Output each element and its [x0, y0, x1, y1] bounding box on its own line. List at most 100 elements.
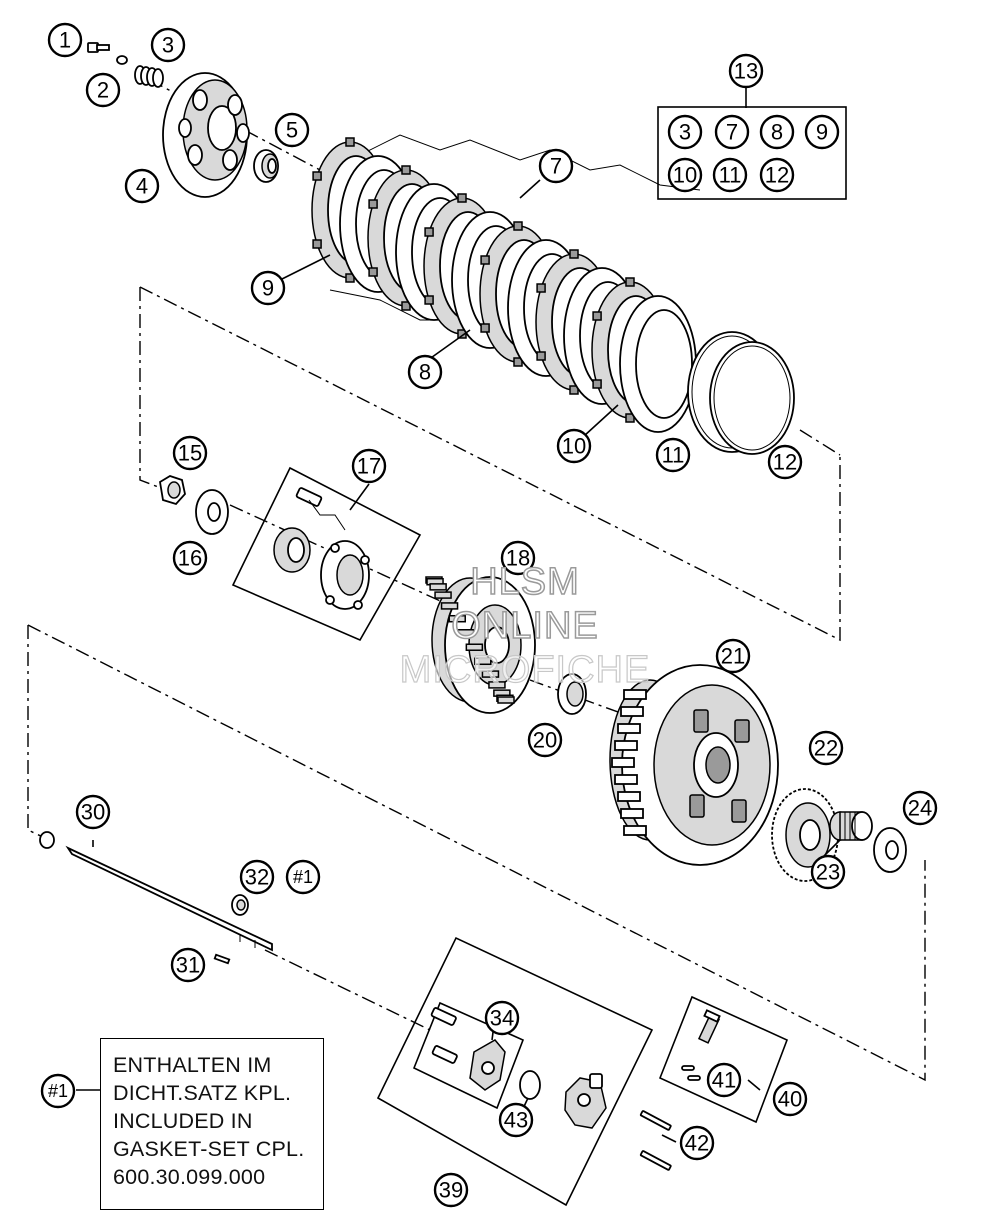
basket-finger [614, 740, 638, 751]
kit-callout: 12 [759, 157, 795, 193]
push-rod-part [39, 831, 273, 952]
hub-tooth [434, 591, 452, 599]
svg-text:12: 12 [773, 450, 797, 475]
kit-callout: 9 [804, 114, 840, 150]
basket-finger [620, 808, 644, 819]
clutch-basket-part [609, 664, 779, 866]
kit-callout: 11 [712, 157, 748, 193]
svg-text:21: 21 [721, 644, 745, 669]
inner-hub-part [425, 576, 536, 714]
callout: 41 [706, 1062, 742, 1098]
callout: #1 [40, 1073, 76, 1109]
callout: 8 [407, 354, 443, 390]
hub-tooth [474, 657, 492, 666]
slave-cylinder-kit-part [430, 1007, 607, 1129]
hub-nut-group [159, 466, 422, 642]
basket-finger [617, 723, 641, 734]
svg-text:30: 30 [81, 800, 105, 825]
steel-plate-part [619, 295, 697, 433]
svg-text:3: 3 [679, 120, 691, 145]
hub-tooth [481, 670, 500, 678]
damper-hub-part [273, 487, 370, 610]
callout: 15 [172, 435, 208, 471]
svg-text:42: 42 [685, 1131, 709, 1156]
svg-text:32: 32 [245, 865, 269, 890]
hub-tooth [465, 643, 484, 651]
callout: 31 [170, 947, 206, 983]
bleeder-valve-part [681, 1009, 721, 1081]
leader-lines [76, 88, 841, 1143]
callout: 24 [902, 790, 938, 826]
callout: 30 [75, 794, 111, 830]
callout: 13 [728, 53, 764, 89]
callout: 16 [172, 540, 208, 576]
hub-tooth [456, 629, 475, 637]
svg-text:22: 22 [814, 736, 838, 761]
note-line: DICHT.SATZ KPL. [113, 1081, 292, 1105]
svg-text:7: 7 [726, 120, 738, 145]
svg-text:18: 18 [506, 546, 530, 571]
callout: 23 [810, 854, 846, 890]
svg-text:5: 5 [286, 118, 298, 143]
note-line: 600.30.099.000 [113, 1165, 266, 1189]
svg-text:43: 43 [504, 1108, 528, 1133]
svg-text:8: 8 [419, 360, 431, 385]
note-line: GASKET-SET CPL. [113, 1137, 305, 1161]
clutch-plate-stack [311, 134, 795, 455]
screw-part [639, 1110, 672, 1171]
kit-callout: 7 [714, 114, 750, 150]
svg-text:40: 40 [778, 1087, 802, 1112]
thrust-washer-part [873, 827, 907, 873]
basket-finger [611, 757, 635, 768]
bearing-part [253, 149, 279, 183]
kit-callout: 8 [759, 114, 795, 150]
svg-text:8: 8 [771, 120, 783, 145]
pressure-plate-group [87, 42, 279, 198]
callout: 1 [47, 22, 83, 58]
pressure-plate-part [162, 72, 250, 198]
lock-washer-part [195, 489, 229, 535]
hub-tooth [440, 602, 459, 610]
svg-text:9: 9 [262, 276, 274, 301]
svg-text:4: 4 [136, 174, 148, 199]
svg-text:15: 15 [178, 441, 202, 466]
basket-finger [620, 706, 644, 717]
svg-text:31: 31 [176, 953, 200, 978]
basket-finger [617, 791, 641, 802]
callout: 20 [527, 722, 563, 758]
needle-bearing-part [829, 811, 873, 841]
washer-part [116, 55, 128, 65]
callout: 3 [150, 27, 186, 63]
svg-text:10: 10 [673, 163, 697, 188]
callout: 18 [500, 540, 536, 576]
gasket-set-note: ENTHALTEN IM DICHT.SATZ KPL. INCLUDED IN… [100, 1038, 324, 1210]
svg-text:20: 20 [533, 728, 557, 753]
svg-text:3: 3 [162, 33, 174, 58]
callout: 21 [715, 638, 751, 674]
hub-tooth [488, 681, 506, 689]
callout: 32 [239, 859, 275, 895]
svg-text:16: 16 [178, 546, 202, 571]
thrust-washer-part [557, 673, 587, 715]
svg-text:23: 23 [816, 860, 840, 885]
pin-part [213, 953, 231, 965]
svg-text:13: 13 [734, 59, 758, 84]
nut-part [159, 475, 186, 506]
svg-text:9: 9 [816, 120, 828, 145]
note-line: INCLUDED IN [113, 1109, 253, 1133]
callout: 9 [250, 270, 286, 306]
callout: 10 [556, 428, 592, 464]
hub-tooth [429, 583, 447, 591]
note-line: ENTHALTEN IM [113, 1053, 272, 1077]
callout: 12 [767, 444, 803, 480]
callout: 39 [433, 1172, 469, 1208]
svg-text:10: 10 [562, 434, 586, 459]
basket-finger [623, 689, 647, 700]
o-ring-part [519, 1070, 541, 1100]
svg-text:12: 12 [765, 163, 789, 188]
basket-finger [614, 774, 638, 785]
callout: 5 [274, 112, 310, 148]
svg-text:41: 41 [712, 1068, 736, 1093]
svg-text:7: 7 [550, 154, 562, 179]
